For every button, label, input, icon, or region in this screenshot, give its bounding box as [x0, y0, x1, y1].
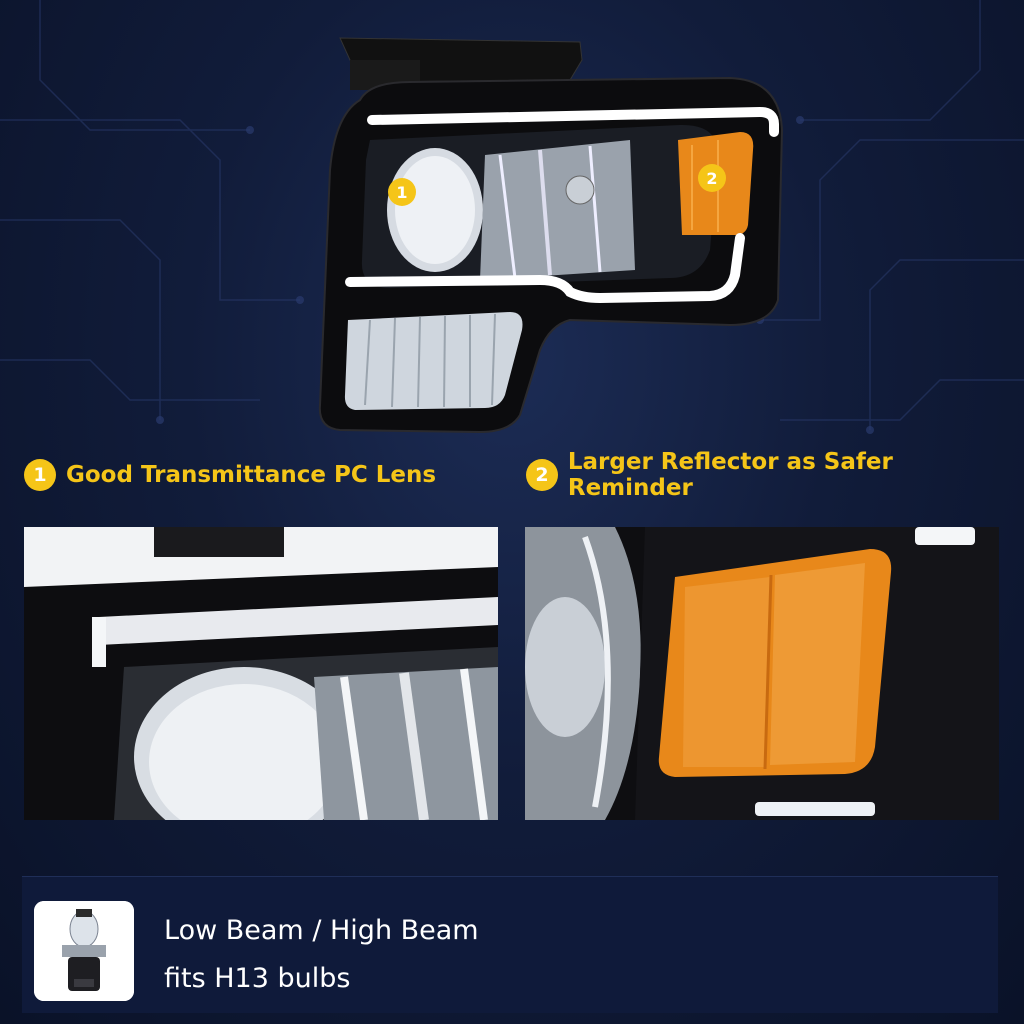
lens-closeup-image — [24, 527, 498, 820]
bulb-fit-label: fits H13 bulbs — [164, 963, 351, 994]
reflector-closeup-image — [525, 527, 999, 820]
h13-bulb-icon — [34, 901, 134, 1001]
hero-marker-1: 1 — [396, 183, 407, 202]
feature-1-number-badge: 1 — [24, 459, 56, 491]
feature-2-title: Larger Reflector as Safer Reminder — [567, 449, 893, 501]
feature-1-title: Good Transmittance PC Lens — [66, 462, 437, 488]
bulb-info-bar: Low Beam / High Beam fits H13 bulbs — [22, 876, 998, 1013]
feature-2-number-badge: 2 — [526, 459, 558, 491]
feature-1-title-row: 1 Good Transmittance PC Lens — [24, 455, 436, 495]
bulb-info-text: Low Beam / High Beam fits H13 bulbs — [164, 907, 479, 1003]
headlight-hero-image: 1 2 — [300, 20, 800, 440]
beam-type-label: Low Beam / High Beam — [164, 915, 479, 946]
hero-marker-2: 2 — [706, 169, 717, 188]
feature-2-title-row: 2 Larger Reflector as Safer Reminder — [526, 449, 1024, 501]
